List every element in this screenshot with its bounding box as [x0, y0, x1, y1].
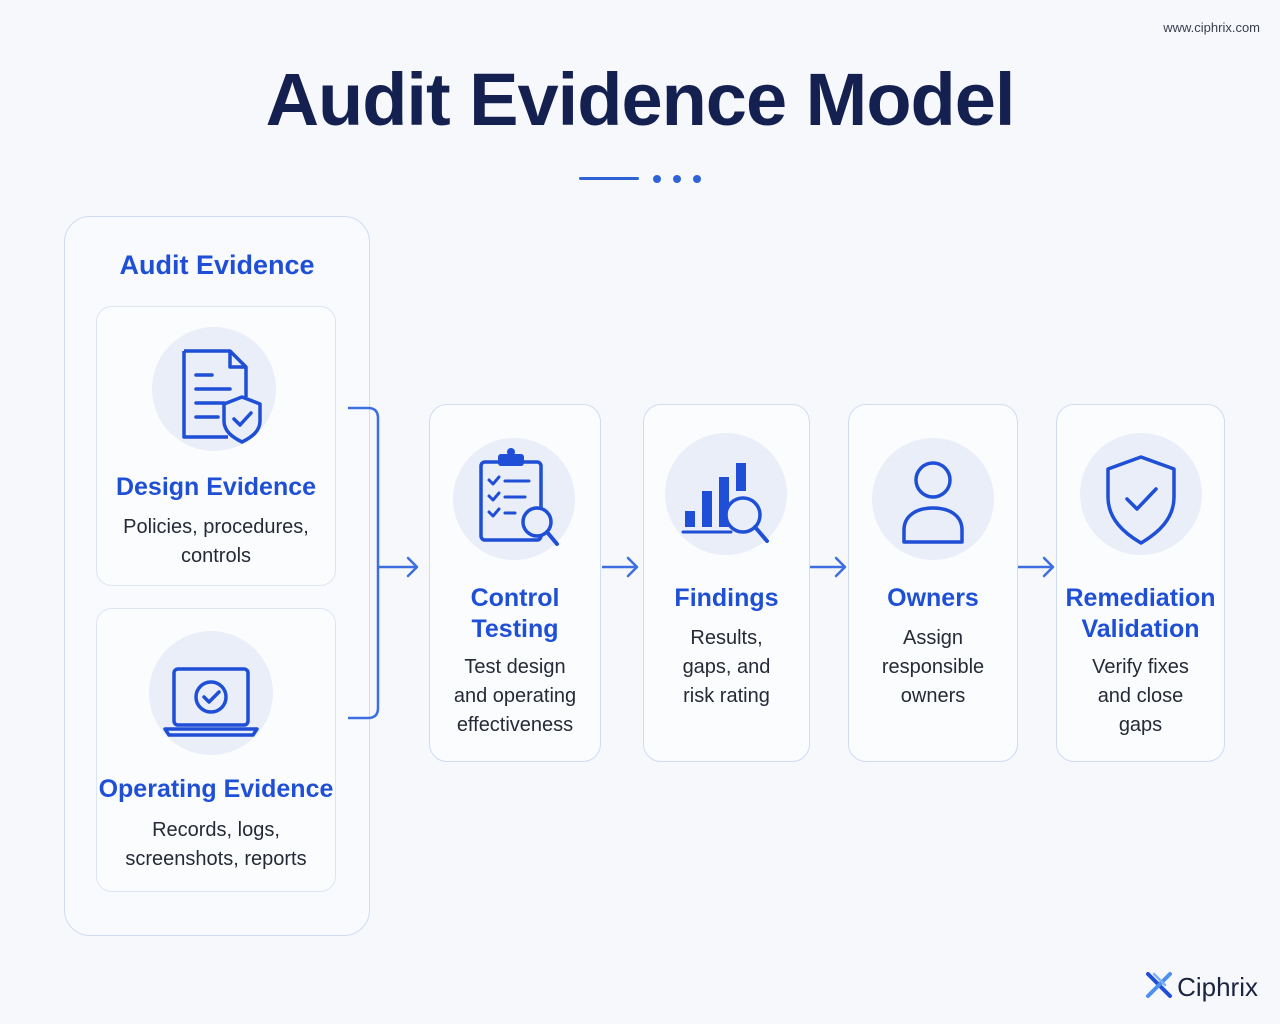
brand-logo: Ciphrix	[1145, 971, 1258, 1004]
arrow-right-icon	[1018, 556, 1055, 578]
site-url: www.ciphrix.com	[1163, 20, 1260, 35]
divider-dot	[693, 175, 701, 183]
arrow-right-icon	[602, 556, 639, 578]
remediation-validation-desc: Verify fixes and close gaps	[1092, 656, 1189, 736]
clipboard-search-icon	[453, 438, 575, 560]
divider-dot	[673, 175, 681, 183]
owners-title: Owners	[887, 584, 979, 612]
page-title: Audit Evidence Model	[265, 58, 1016, 141]
chart-search-icon	[665, 433, 787, 555]
remediation-validation-title: Remediation Validation	[1065, 584, 1216, 643]
title-divider-line	[579, 177, 639, 180]
findings-title: Findings	[674, 584, 779, 612]
audit-evidence-title: Audit Evidence	[119, 250, 315, 280]
operating-evidence-desc: Records, logs, screenshots, reports	[125, 819, 307, 870]
bracket-connector	[348, 406, 419, 720]
document-shield-icon	[152, 327, 276, 451]
laptop-check-icon	[149, 631, 273, 755]
control-testing-desc: Test design and operating effectiveness	[453, 656, 577, 736]
brand-name: Ciphrix	[1177, 972, 1258, 1002]
findings-desc: Results, gaps, and risk rating	[682, 627, 771, 707]
owners-desc: Assign responsible owners	[881, 627, 985, 707]
design-evidence-desc: Policies, procedures, controls	[123, 516, 309, 567]
user-icon	[872, 438, 994, 560]
shield-check-icon	[1080, 433, 1202, 555]
divider-dot	[653, 175, 661, 183]
arrow-right-icon	[810, 556, 847, 578]
control-testing-title: Control Testing	[470, 584, 560, 643]
design-evidence-title: Design Evidence	[115, 473, 317, 501]
ciphrix-logo-icon	[1145, 971, 1173, 1004]
operating-evidence-title: Operating Evidence	[98, 775, 334, 803]
